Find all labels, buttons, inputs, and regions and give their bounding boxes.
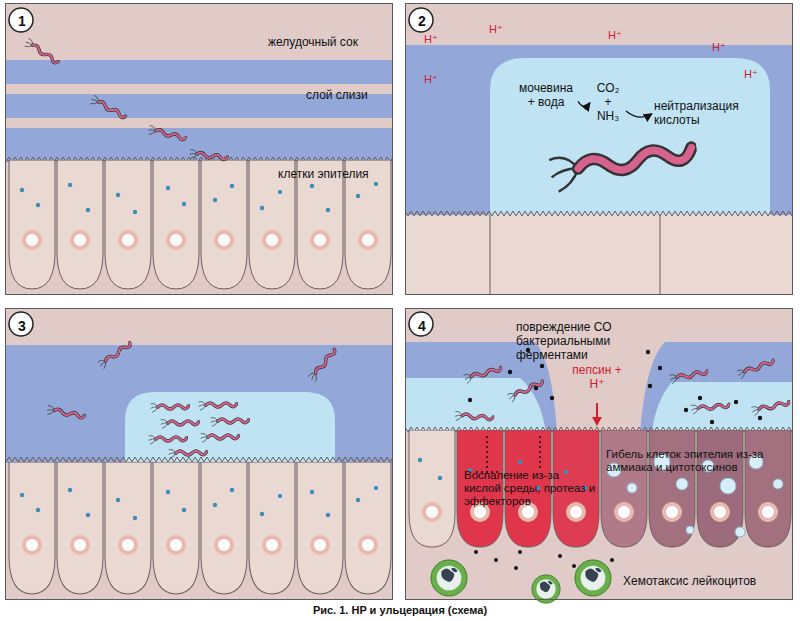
neutral-zone bbox=[125, 392, 335, 462]
mucus-layer bbox=[5, 345, 393, 463]
acid-arrow-head bbox=[592, 417, 602, 426]
mucus-band bbox=[5, 60, 393, 84]
figure-caption: Рис. 1. HP и ульцерация (схема) bbox=[0, 604, 800, 617]
nuclei bbox=[24, 232, 376, 248]
callout-number: 1 bbox=[10, 13, 34, 29]
layer-label: слой слизи bbox=[306, 89, 391, 103]
neutral-zone bbox=[405, 378, 546, 432]
ion-label: H⁺ bbox=[489, 23, 511, 36]
microvilli bbox=[405, 210, 793, 216]
annotation: Воспаление из-за кислой среды, протеаз и… bbox=[464, 469, 599, 509]
epithelial-cells bbox=[9, 160, 391, 289]
reaction-text: нейтрализация кислоты bbox=[654, 100, 754, 128]
callout-circle bbox=[409, 312, 433, 336]
damage-marks bbox=[476, 436, 540, 472]
acid-arrow bbox=[596, 403, 598, 418]
epithelial-cells bbox=[405, 215, 793, 295]
granules bbox=[20, 182, 378, 214]
neutral-zone bbox=[652, 382, 793, 432]
epithelial-cells bbox=[9, 462, 391, 594]
mucus-band bbox=[5, 128, 393, 162]
layer-label: желудочный сок bbox=[268, 36, 388, 50]
callout-circle bbox=[9, 312, 33, 336]
bacteria bbox=[46, 341, 339, 459]
nuclei bbox=[24, 537, 376, 553]
neutral-zone bbox=[490, 58, 770, 215]
panel-1-art bbox=[5, 3, 393, 295]
ion-label: H⁺ bbox=[712, 41, 734, 54]
callout-number: 4 bbox=[410, 318, 434, 334]
bacterium bbox=[549, 139, 695, 192]
callout-number: 2 bbox=[410, 13, 434, 29]
annotation: Хемотаксис лейкоцитов bbox=[623, 575, 788, 589]
reaction-arrow bbox=[578, 101, 590, 106]
layer-label: клетки эпителия bbox=[278, 168, 390, 182]
ion-label: H⁺ bbox=[744, 68, 766, 81]
reaction-node: нейтрализация кислоты bbox=[654, 100, 754, 128]
bacteria bbox=[455, 358, 791, 424]
reaction-text: CO₂ + NH₃ bbox=[592, 82, 624, 123]
annotation: Гибель клеток эпителия из-за аммиака и ц… bbox=[606, 448, 792, 474]
panel-2-art bbox=[405, 3, 793, 295]
stage-panel: 2H⁺ H⁺ H⁺ H⁺ H⁺ H⁺ мочевина + вода CO₂ + NH₃ ней… bbox=[405, 3, 793, 295]
granules bbox=[20, 486, 378, 520]
reaction-arrow bbox=[626, 111, 652, 117]
ion-label: H⁺ bbox=[608, 29, 630, 42]
gastric-juice bbox=[405, 3, 793, 295]
microvilli bbox=[5, 456, 393, 462]
bacteria bbox=[23, 38, 227, 163]
cell-border bbox=[490, 215, 660, 295]
panel-3-art bbox=[5, 308, 393, 600]
annotation: повреждение СО бактериальными ферментами bbox=[516, 321, 681, 362]
stage-panel: 4 повреждение СО бактериальными ферментам… bbox=[405, 308, 793, 600]
reaction-text: мочевина + вода bbox=[516, 82, 576, 110]
stage-panel: 1 желудочный сок слой слизи клетки эпителия bbox=[5, 3, 393, 295]
ion-label: H⁺ bbox=[424, 73, 446, 86]
reaction-node: мочевина + вода bbox=[516, 82, 576, 110]
epithelial-cells bbox=[409, 430, 791, 547]
stage-panel: 3 bbox=[5, 308, 393, 600]
panel-4-art bbox=[405, 308, 793, 603]
gastric-juice bbox=[5, 3, 393, 295]
leukocytes bbox=[431, 560, 611, 603]
gastric-juice bbox=[405, 308, 793, 600]
mucus-layer bbox=[640, 342, 793, 432]
ion-label: H⁺ bbox=[424, 33, 446, 46]
gastric-juice bbox=[5, 308, 393, 600]
annotation: пепсин + H⁺ bbox=[572, 364, 622, 392]
callout-circle bbox=[9, 8, 33, 32]
callout-number: 3 bbox=[10, 318, 34, 334]
reaction-node: CO₂ + NH₃ bbox=[592, 82, 624, 123]
callout-circle bbox=[409, 8, 433, 32]
mucus-layer bbox=[405, 45, 793, 217]
